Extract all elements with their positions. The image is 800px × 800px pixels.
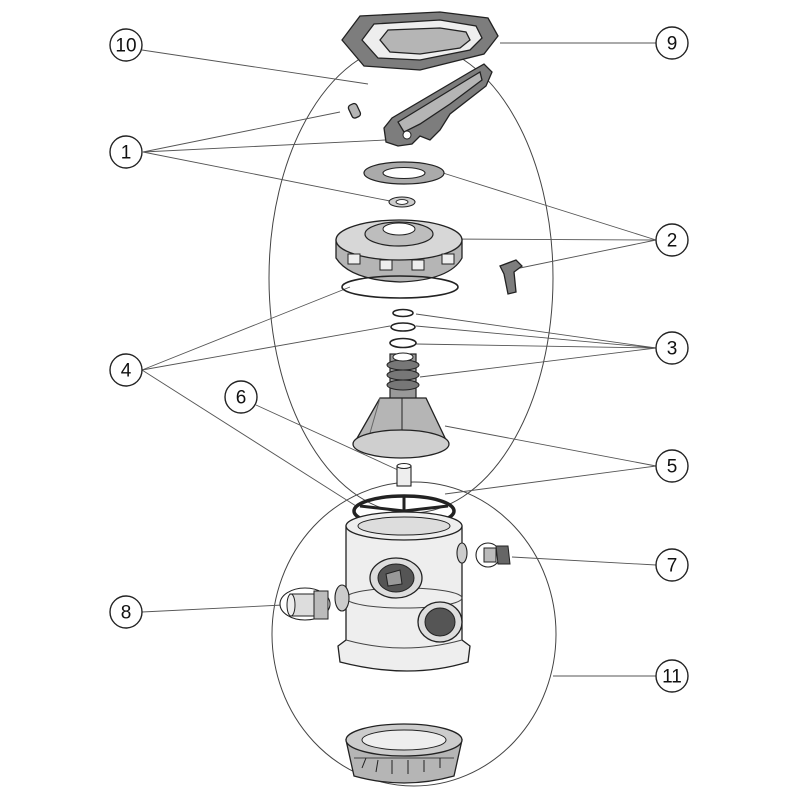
callout-9-label: 9 [667, 34, 678, 55]
bottom-basket [345, 723, 463, 784]
callout-7: 7 [655, 548, 689, 582]
leader-lines [141, 42, 657, 677]
leader-1a [142, 111, 341, 153]
leader-3c [415, 343, 657, 349]
callout-6-label: 6 [236, 388, 247, 409]
leader-3b [415, 325, 657, 349]
leader-4c [141, 369, 357, 507]
part-3-orings [389, 308, 417, 349]
callout-1: 1 [109, 135, 143, 169]
callout-9: 9 [655, 26, 689, 60]
callout-8: 8 [109, 595, 143, 629]
callout-11: 11 [655, 659, 689, 693]
part-2-valve-lid [335, 219, 463, 283]
part-1-pin [347, 102, 362, 119]
part-2-clip [499, 259, 523, 295]
leader-4a [141, 286, 351, 371]
callout-5: 5 [655, 449, 689, 483]
callout-4-label: 4 [121, 361, 132, 382]
callout-10: 10 [109, 28, 143, 62]
part-2-gasket [363, 161, 445, 185]
callout-2-label: 2 [667, 231, 678, 252]
leader-5a [444, 425, 657, 467]
callout-10-label: 10 [115, 36, 136, 57]
leader-10 [141, 49, 369, 85]
callout-3: 3 [655, 331, 689, 365]
leader-4b [141, 325, 391, 371]
callout-3-label: 3 [667, 339, 678, 360]
leader-1b [142, 139, 386, 153]
part-1-washer [388, 196, 416, 208]
callout-7-label: 7 [667, 556, 678, 577]
callout-11-label: 11 [662, 667, 682, 688]
leader-8 [141, 604, 284, 613]
callout-2: 2 [655, 223, 689, 257]
part-6-tube [396, 463, 412, 487]
callout-1-label: 1 [121, 143, 132, 164]
part-8-fitting [279, 587, 331, 621]
callout-5-label: 5 [667, 457, 678, 478]
callout-8-label: 8 [121, 603, 132, 624]
leader-2a [442, 172, 657, 241]
callout-6: 6 [224, 380, 258, 414]
leader-3d [419, 347, 657, 378]
part-1-handle [383, 63, 493, 147]
callout-4: 4 [109, 353, 143, 387]
leader-3a [415, 313, 657, 349]
part-7-union [475, 542, 511, 568]
group-11-outline [271, 481, 557, 787]
part-4-oring-large [341, 275, 459, 299]
leader-1c [142, 151, 391, 202]
leader-2c [519, 239, 657, 269]
leader-5b [444, 465, 657, 495]
part-9-cover-ring [341, 11, 499, 71]
leader-7 [511, 556, 657, 566]
valve-body [334, 511, 471, 672]
leader-2b [443, 238, 657, 241]
leader-6 [255, 404, 399, 471]
part-5-rotor [352, 352, 450, 459]
